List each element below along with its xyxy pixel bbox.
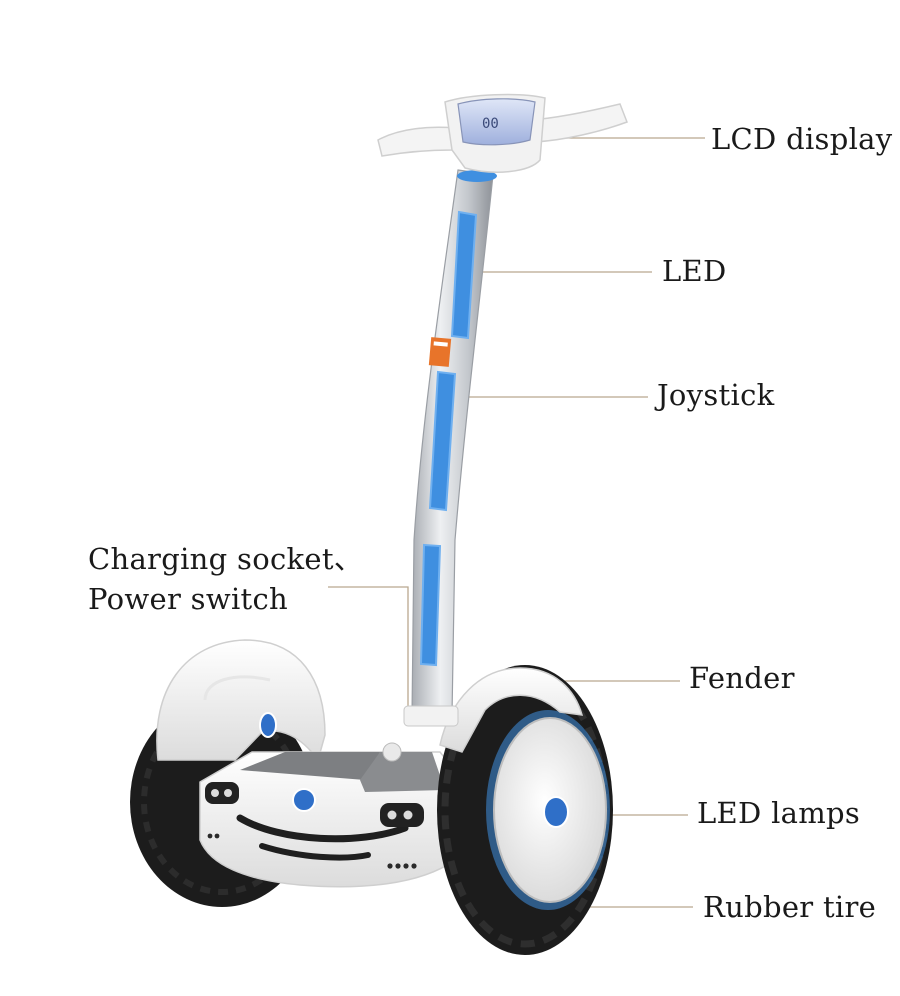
label-lcd-display: LCD display (711, 122, 893, 156)
right-fender (439, 667, 584, 753)
handlebar: 00 (377, 93, 628, 173)
label-power-switch: Power switch (88, 582, 289, 616)
steering-pole (382, 169, 497, 762)
scooter-base (199, 751, 471, 888)
label-charging-socket: Charging socket、 (88, 542, 364, 576)
led-lamps-left (205, 782, 239, 804)
label-fender: Fender (689, 661, 795, 695)
label-led: LED (662, 254, 727, 288)
leader-line-charging (328, 586, 409, 712)
left-fender (156, 639, 326, 762)
label-rubber-tire: Rubber tire (703, 890, 877, 924)
label-joystick: Joystick (657, 378, 775, 412)
led-lamps-right (380, 803, 424, 827)
right-wheel (437, 665, 613, 955)
led-strips (419, 210, 478, 667)
lcd-screen-text: 00 (482, 116, 499, 132)
label-led-lamps: LED lamps (697, 796, 861, 830)
